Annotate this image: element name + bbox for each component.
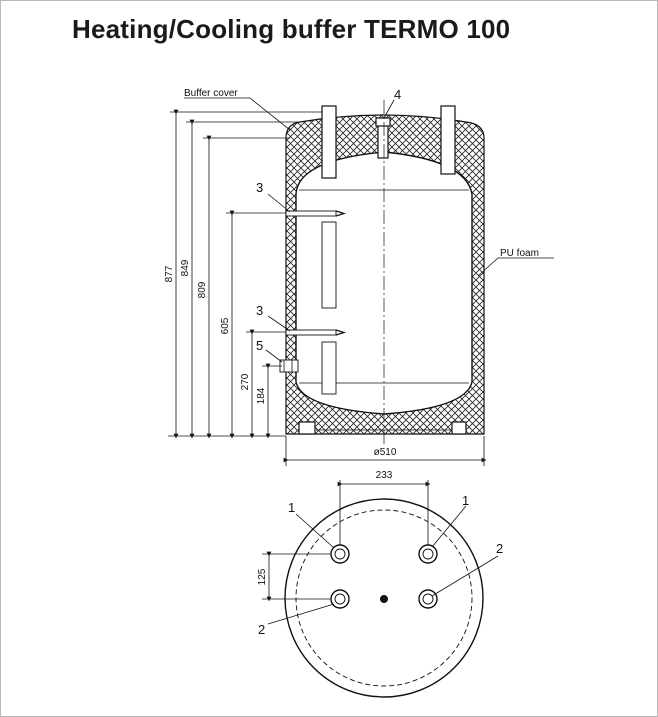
callout-5: 5	[256, 338, 263, 353]
page-title: Heating/Cooling buffer TERMO 100	[72, 14, 511, 44]
port-2-left	[330, 589, 350, 609]
dim-233: 233	[376, 470, 393, 481]
foot-left	[298, 421, 316, 435]
dim-605: 605	[220, 317, 231, 334]
callout-2-right: 2	[496, 541, 503, 556]
port-1-right	[418, 544, 438, 564]
dim-184: 184	[256, 387, 267, 404]
dim-125: 125	[257, 568, 268, 585]
buffer-cover-label: Buffer cover	[184, 88, 238, 99]
dim-877: 877	[164, 265, 175, 282]
dim-849: 849	[180, 259, 191, 276]
dim-809: 809	[197, 281, 208, 298]
inner-circle	[295, 509, 473, 687]
dim-270: 270	[240, 373, 251, 390]
top-dimensions	[262, 480, 499, 625]
outer-circle	[284, 498, 484, 698]
callout-3-upper: 3	[256, 180, 263, 195]
height-dimensions	[170, 109, 487, 466]
callout-1-right: 1	[462, 493, 469, 508]
sensor-pocket-lower	[285, 329, 337, 336]
callout-1-left: 1	[288, 500, 295, 515]
right-pipe	[440, 105, 456, 175]
sensor-pocket-upper	[285, 210, 337, 217]
callout-3-lower: 3	[256, 303, 263, 318]
port-2-right	[418, 589, 438, 609]
height-labels: 877 849 809 605 270 184 ø510	[164, 259, 397, 458]
side-leaders	[184, 97, 554, 363]
left-pipe	[321, 105, 337, 179]
dim-diameter: ø510	[374, 447, 397, 458]
callout-2-left: 2	[258, 622, 265, 637]
side-view	[168, 100, 485, 446]
callout-4: 4	[394, 87, 401, 102]
pu-foam-label: PU foam	[500, 248, 539, 259]
top-view	[284, 498, 484, 698]
heater-port	[279, 359, 299, 373]
vent-center	[380, 595, 388, 603]
foot-right	[451, 421, 467, 435]
